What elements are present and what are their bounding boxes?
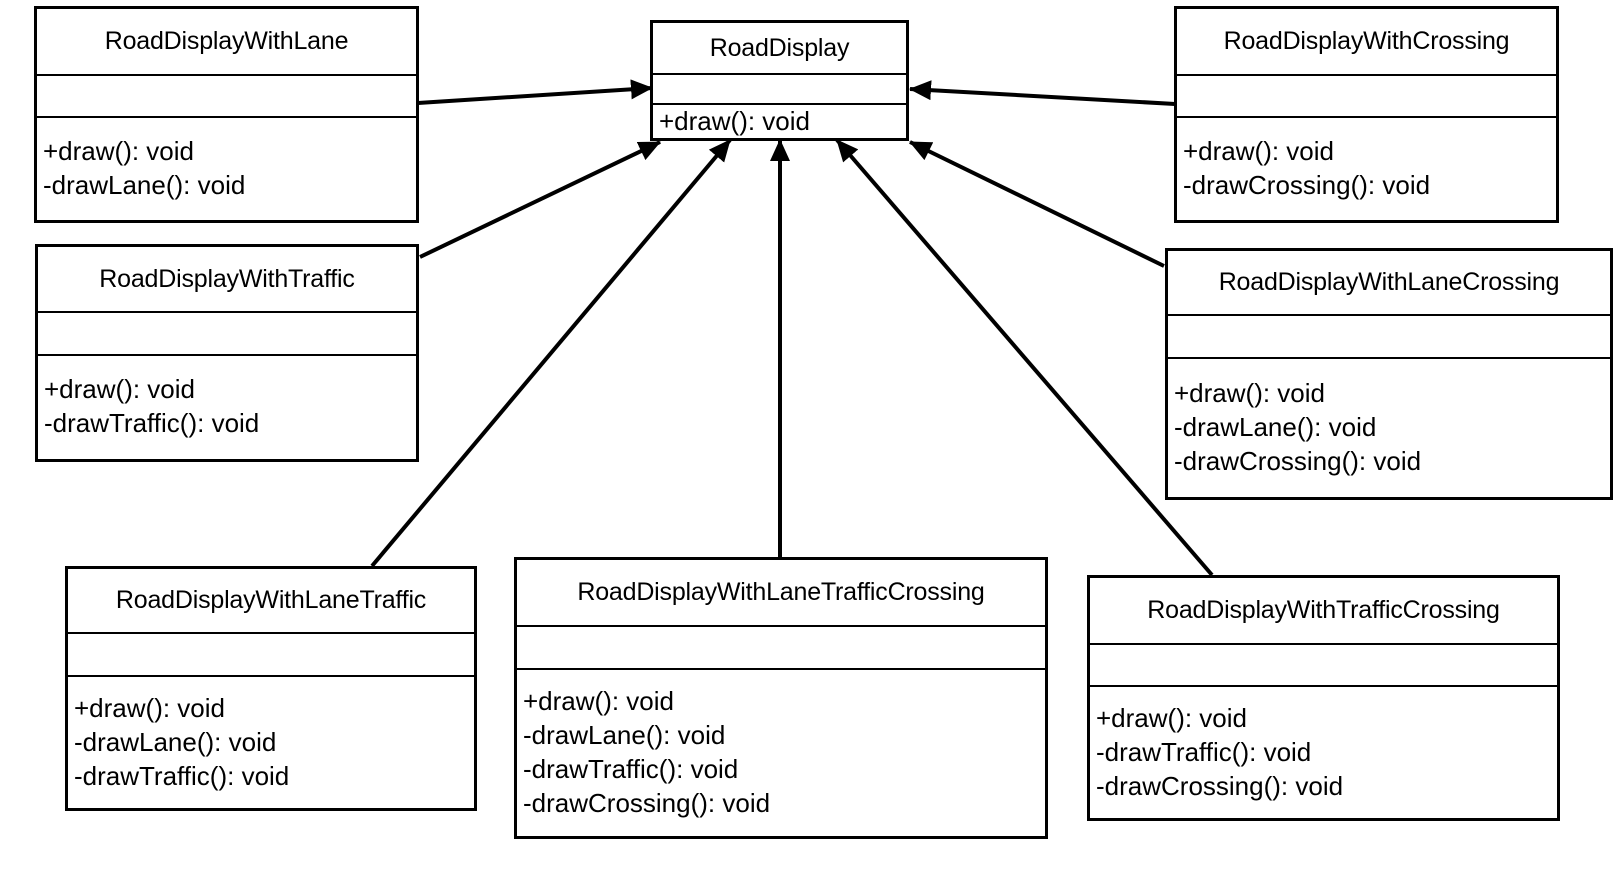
class-attributes <box>37 76 416 118</box>
class-attributes <box>68 634 474 677</box>
class-attributes <box>1168 316 1610 359</box>
operation: -drawTraffic(): void <box>523 754 739 784</box>
class-road-display-with-crossing[interactable]: RoadDisplayWithCrossing +draw(): void -d… <box>1174 6 1559 223</box>
class-operations: +draw(): void -drawTraffic(): void -draw… <box>1090 687 1557 818</box>
class-operations: +draw(): void -drawLane(): void -drawTra… <box>68 677 474 808</box>
class-attributes <box>1177 76 1556 118</box>
class-road-display-with-lane-traffic-crossing[interactable]: RoadDisplayWithLaneTrafficCrossing +draw… <box>514 557 1048 839</box>
class-road-display-with-lane-crossing[interactable]: RoadDisplayWithLaneCrossing +draw(): voi… <box>1165 248 1613 500</box>
arrow-lane-crossing-to-parent <box>909 140 1165 268</box>
class-attributes <box>1090 645 1557 687</box>
operation: +draw(): void <box>74 693 225 723</box>
operation: -drawLane(): void <box>523 720 726 750</box>
class-operations: +draw(): void <box>653 105 906 138</box>
operation: +draw(): void <box>43 136 194 166</box>
class-road-display-with-traffic[interactable]: RoadDisplayWithTraffic +draw(): void -dr… <box>35 244 419 462</box>
arrow-lane-traffic-to-parent <box>370 138 732 568</box>
class-attributes <box>517 627 1045 670</box>
arrow-crossing-to-parent <box>909 80 1176 106</box>
class-operations: +draw(): void -drawLane(): void -drawTra… <box>517 670 1045 836</box>
operation: -drawCrossing(): void <box>1183 170 1431 200</box>
class-attributes <box>38 313 416 356</box>
class-name: RoadDisplayWithLaneCrossing <box>1168 251 1610 316</box>
operation: +draw(): void <box>1096 703 1247 733</box>
operation: -drawTraffic(): void <box>44 408 260 438</box>
class-name: RoadDisplayWithTrafficCrossing <box>1090 578 1557 645</box>
class-operations: +draw(): void -drawLane(): void <box>37 118 416 220</box>
operation: -drawCrossing(): void <box>523 788 771 818</box>
class-name: RoadDisplayWithCrossing <box>1177 9 1556 76</box>
class-name: RoadDisplayWithTraffic <box>38 247 416 313</box>
class-name: RoadDisplayWithLane <box>37 9 416 76</box>
arrow-traffic-to-parent <box>419 140 661 259</box>
class-road-display[interactable]: RoadDisplay +draw(): void <box>650 20 909 141</box>
class-operations: +draw(): void -drawLane(): void -drawCro… <box>1168 359 1610 497</box>
operation: +draw(): void <box>523 686 674 716</box>
class-attributes <box>653 75 906 105</box>
operation: +draw(): void <box>1174 378 1325 408</box>
class-operations: +draw(): void -drawCrossing(): void <box>1177 118 1556 220</box>
operation: -drawLane(): void <box>1174 412 1377 442</box>
operation: -drawTraffic(): void <box>1096 737 1312 767</box>
operation: +draw(): void <box>659 106 810 136</box>
arrow-lane-to-parent <box>417 79 653 105</box>
operation: -drawCrossing(): void <box>1174 446 1422 476</box>
operation: -drawLane(): void <box>43 170 246 200</box>
class-road-display-with-lane-traffic[interactable]: RoadDisplayWithLaneTraffic +draw(): void… <box>65 566 477 811</box>
operation: -drawLane(): void <box>74 727 277 757</box>
class-name: RoadDisplay <box>653 23 906 75</box>
class-name: RoadDisplayWithLaneTrafficCrossing <box>517 560 1045 627</box>
operation: +draw(): void <box>44 374 195 404</box>
operation: -drawCrossing(): void <box>1096 771 1344 801</box>
class-road-display-with-lane[interactable]: RoadDisplayWithLane +draw(): void -drawL… <box>34 6 419 223</box>
class-name: RoadDisplayWithLaneTraffic <box>68 569 474 634</box>
operation: +draw(): void <box>1183 136 1334 166</box>
operation: -drawTraffic(): void <box>74 761 290 791</box>
class-operations: +draw(): void -drawTraffic(): void <box>38 356 416 459</box>
arrow-traffic-crossing-to-parent <box>835 138 1214 577</box>
class-road-display-with-traffic-crossing[interactable]: RoadDisplayWithTrafficCrossing +draw(): … <box>1087 575 1560 821</box>
